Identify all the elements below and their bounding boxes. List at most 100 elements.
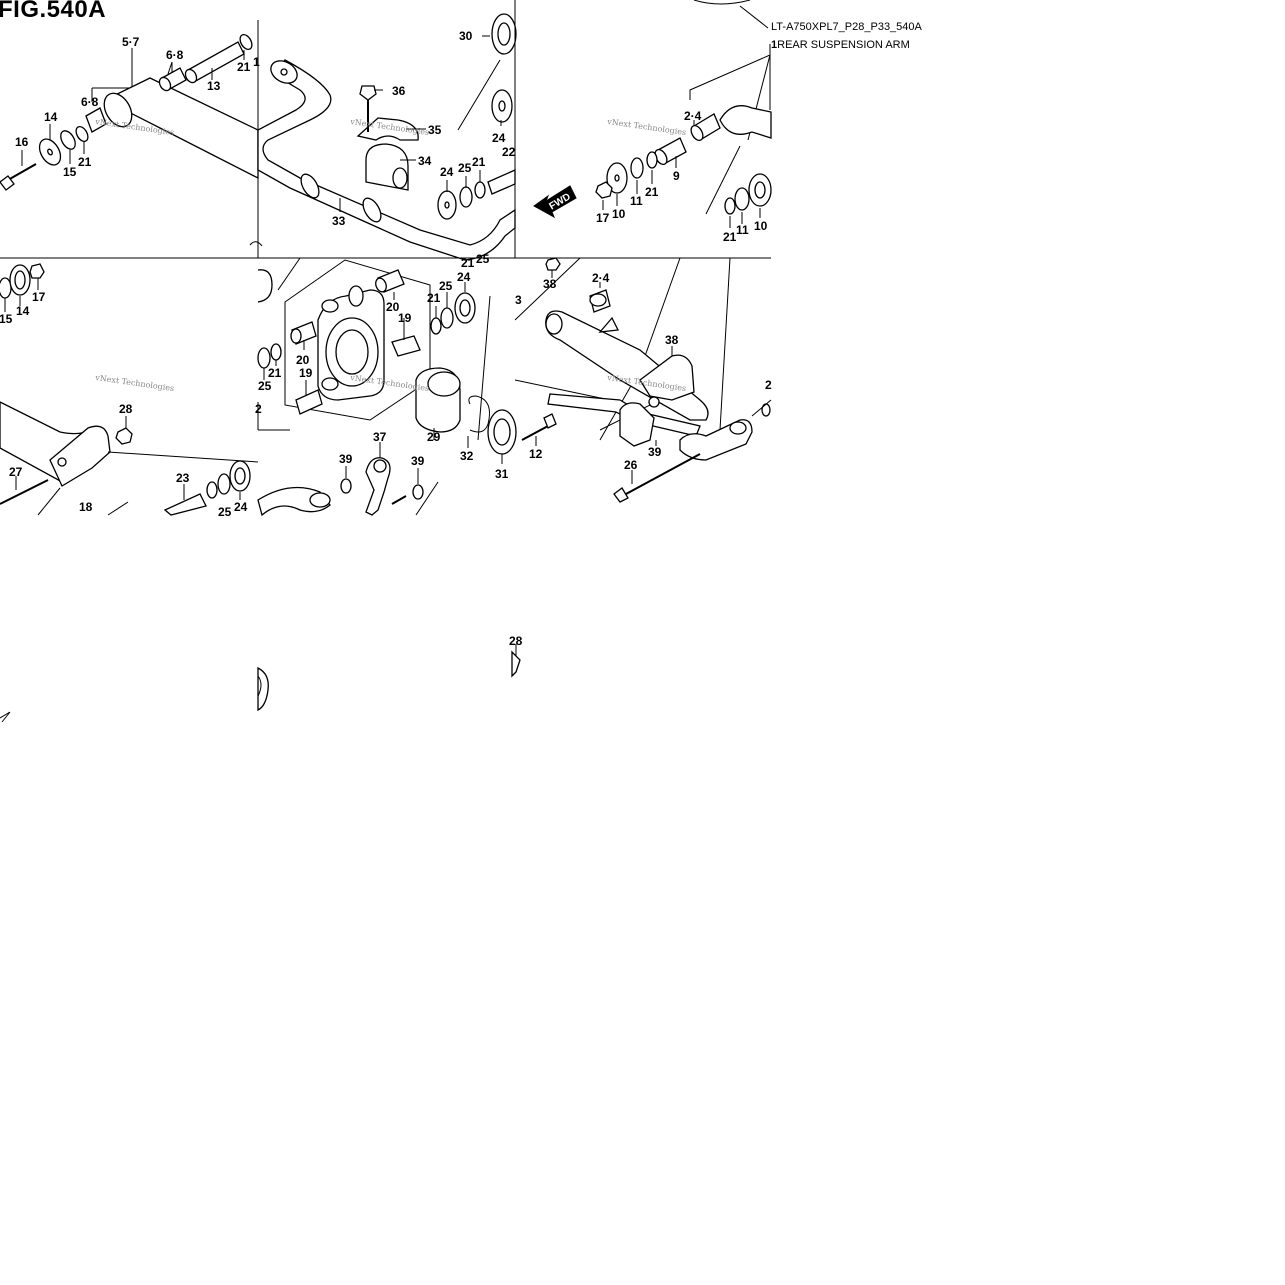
bracket-35: [356, 117, 419, 141]
bolt-36-head: [359, 85, 377, 101]
callout-38: 38: [543, 277, 557, 291]
collar-23: [163, 493, 207, 516]
bar-end-hole: [280, 68, 288, 76]
callout-19: 19: [299, 366, 313, 380]
collar-22: [487, 168, 516, 195]
bushing-block: [619, 402, 655, 447]
leader-code: [739, 5, 769, 29]
knuckle-boss-bottom: [321, 377, 339, 391]
fwd-label: FWD: [547, 192, 572, 213]
knuckle-bore-inner: [335, 329, 369, 375]
callout-2-4: 2·4: [684, 109, 702, 123]
callout-10: 10: [754, 219, 768, 233]
callout-38: 38: [665, 333, 679, 347]
washer-25-a: [217, 473, 231, 495]
callout-13: 13: [207, 79, 221, 93]
callout-39: 39: [339, 452, 353, 466]
bushing-34-hole: [392, 167, 408, 189]
callout-21: 21: [237, 60, 251, 74]
callout-21: 21: [645, 185, 659, 199]
callout-23: 23: [176, 471, 190, 485]
washer-24-a-inner: [234, 467, 246, 485]
shock-mount-hole: [648, 396, 660, 408]
bushing-19-right: [391, 335, 421, 357]
callout-15: 15: [0, 312, 13, 326]
tile-stabilizer: [257, 13, 517, 261]
callout-25: 25: [258, 379, 272, 393]
callout-39: 39: [648, 445, 662, 459]
callout-21: 21: [472, 155, 486, 169]
callout-6-8: 6·8: [81, 95, 99, 109]
callout-29: 29: [427, 430, 441, 444]
seal-21-g: [646, 151, 658, 169]
leader-30-pointer: [457, 59, 501, 131]
callout-11: 11: [630, 194, 643, 208]
figure-code: LT-A750XPL7_P28_P33_540A: [771, 21, 922, 33]
bar-lower-eye: [309, 492, 331, 508]
bearing-29-top: [427, 371, 461, 397]
washer-15-b: [0, 277, 12, 299]
collar-13-end: [184, 68, 198, 84]
bushing-20-left-end: [290, 328, 302, 344]
callout-9: 9: [673, 169, 680, 183]
callout-32: 32: [460, 449, 474, 463]
fragment-nut-28: [511, 650, 521, 678]
seal-21-f: [270, 343, 282, 361]
seal-21-top: [239, 33, 253, 51]
callout-5-7: 5·7: [122, 35, 140, 49]
bolt-12: [521, 425, 549, 441]
callout-28: 28: [119, 402, 133, 416]
bar-bushing-b: [362, 197, 382, 223]
fwd-arrow-shape: [533, 185, 577, 219]
washer-11: [630, 157, 644, 179]
washer-39-a: [340, 478, 352, 494]
lower-fragments: [0, 644, 521, 723]
washer-11-b: [734, 187, 750, 211]
bushing-20-top-end: [375, 277, 387, 293]
callout-28: 28: [509, 634, 523, 648]
washer-24-top-hole: [498, 100, 506, 112]
callout-30: 30: [459, 29, 473, 43]
leader-2b: [751, 399, 772, 417]
seal-21-lower: [206, 481, 218, 499]
callout-19: 19: [398, 311, 412, 325]
tie-rod-end-ball: [373, 459, 387, 473]
bracket-1: [689, 44, 771, 100]
nut-28-a: [115, 427, 133, 445]
tile-lower-left: [0, 257, 259, 516]
callout-24: 24: [440, 165, 454, 179]
arc-top: [693, 0, 751, 5]
caption-number: 1: [771, 39, 778, 51]
seal-31-inner: [493, 418, 511, 446]
callout-34: 34: [418, 154, 432, 168]
washer-15: [60, 130, 76, 150]
leader-6-8a: [167, 61, 173, 75]
callout-37: 37: [373, 430, 387, 444]
figure-caption: 1REAR SUSPENSION ARM: [771, 39, 910, 51]
lower-mount-eye: [729, 421, 747, 435]
callout-3: 3: [515, 293, 522, 307]
callout-15: 15: [63, 165, 77, 179]
callout-17: 17: [596, 211, 610, 225]
washer-14-hole: [47, 148, 53, 156]
washer-24-d-inner: [459, 299, 471, 317]
stabilizer-bar-33: [257, 59, 516, 261]
bolt-26-head: [613, 487, 629, 503]
callout-2: 2: [765, 378, 772, 392]
callout-27: 27: [9, 465, 23, 479]
a-arm-pivot: [545, 313, 563, 335]
tile-knuckle: [249, 241, 517, 517]
bolt-27: [0, 479, 49, 505]
fragment-seal: [257, 666, 269, 712]
callout-31: 31: [495, 467, 509, 481]
mark-tl: [249, 241, 263, 247]
bushing-19-left: [295, 389, 323, 415]
callout-21: 21: [461, 256, 475, 270]
callout-24: 24: [492, 131, 506, 145]
callout-21: 21: [78, 155, 92, 169]
callout-6-8: 6·8: [166, 48, 184, 62]
washer-14-b-inner: [14, 270, 26, 290]
callout-35: 35: [428, 123, 442, 137]
callout-36: 36: [392, 84, 406, 98]
